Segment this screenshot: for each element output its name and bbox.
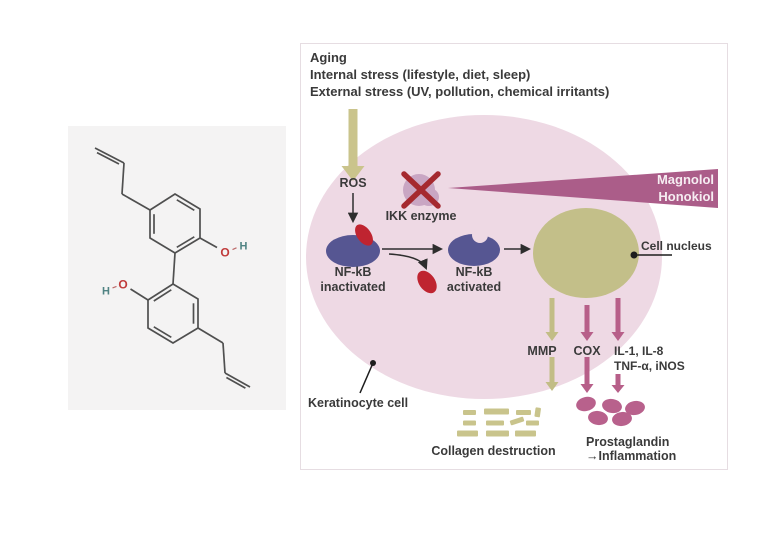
nfkb-inactivated-label: NF-kB inactivated xyxy=(303,265,403,295)
lower-hydrogen-label: H xyxy=(102,286,110,298)
keratinocyte-pointer-line xyxy=(359,362,374,394)
cox-to-prostaglandin-arrow xyxy=(580,357,594,393)
nucleus-to-cox-arrow xyxy=(580,305,594,341)
upper-allyl-group xyxy=(94,147,151,211)
upper-oxygen-label: O xyxy=(220,246,229,260)
nfkb-inactivated-line1: NF-kB xyxy=(334,265,372,279)
upper-hydrogen-label: H xyxy=(240,241,248,253)
magnolol-label: Magnolol xyxy=(656,172,714,187)
nfkb-inactivated-line2: inactivated xyxy=(320,280,386,294)
lower-o-h-bond xyxy=(112,285,117,289)
upper-o-h-bond xyxy=(232,247,237,251)
nfkb-activated-blob xyxy=(448,234,500,266)
ikk-enzyme-label: IKK enzyme xyxy=(385,209,457,223)
stressor-text-block: Aging Internal stress (lifestyle, diet, … xyxy=(310,49,609,100)
stressor-line-external: External stress (UV, pollution, chemical… xyxy=(310,84,610,99)
collagen-fragments xyxy=(457,407,541,437)
ikb-release-arrow xyxy=(388,253,428,270)
prostaglandin-molecules xyxy=(576,396,645,427)
il-label: IL-1, IL-8 xyxy=(614,344,664,358)
nfkb-activated-line2: activated xyxy=(446,280,502,294)
inhibitor-wedge xyxy=(448,169,718,208)
lower-allyl-group xyxy=(197,327,251,389)
honokiol-label: Honokiol xyxy=(658,189,714,204)
cell-nucleus-pointer-dot xyxy=(630,251,638,259)
cell-nucleus-label: Cell nucleus xyxy=(641,239,712,253)
lower-benzene-ring xyxy=(147,283,199,344)
pathway-diagram-panel: Aging Internal stress (lifestyle, diet, … xyxy=(300,43,728,470)
cox-label: COX xyxy=(573,344,601,358)
ikb-subunit-bound xyxy=(355,224,373,246)
lower-c-o-bond xyxy=(130,288,149,301)
prostaglandin-label: Prostaglandin →Inflammation xyxy=(586,435,676,463)
nfkb-activated-line1: NF-kB xyxy=(455,265,493,279)
bond-skeleton xyxy=(94,147,251,389)
keratinocyte-cell-label: Keratinocyte cell xyxy=(308,396,409,410)
inflammation-line2: →Inflammation xyxy=(586,449,677,463)
nfkb-activated-label: NF-kB activated xyxy=(424,265,524,295)
stress-input-arrow xyxy=(341,109,365,181)
cell-nucleus-shape xyxy=(533,208,639,298)
magnolol-structure-drawing: O H O H xyxy=(94,147,251,389)
cytokines-down-arrow xyxy=(611,374,625,393)
blocked-x-icon xyxy=(401,171,441,209)
stressor-line-internal: Internal stress (lifestyle, diet, sleep) xyxy=(310,67,531,82)
magnolol-structure-panel: O H O H xyxy=(68,126,286,410)
upper-benzene-ring xyxy=(149,193,201,254)
cytokines-label: IL-1, IL-8 TNF-α, iNOS xyxy=(614,344,685,374)
nucleus-to-cytokines-arrow xyxy=(611,298,625,341)
nfkb-activated-notch xyxy=(472,227,488,243)
nucleus-to-mmp-arrow xyxy=(545,298,559,341)
ikb-subunit-released xyxy=(417,270,437,294)
ros-label: ROS xyxy=(339,176,367,190)
pathway-diagram-art xyxy=(306,109,718,437)
lower-oxygen-label: O xyxy=(118,278,127,292)
upper-c-o-bond xyxy=(199,237,218,249)
inhibitor-wedge-label: Magnolol Honokiol xyxy=(657,171,714,205)
tnf-inos-label: TNF-α, iNOS xyxy=(614,359,685,373)
stressor-line-aging: Aging xyxy=(310,50,347,65)
collagen-destruction-label: Collagen destruction xyxy=(431,444,556,458)
mmp-label: MMP xyxy=(527,344,557,358)
mmp-to-collagen-arrow xyxy=(545,357,559,391)
prostaglandin-line1: Prostaglandin xyxy=(586,435,670,449)
biphenyl-bond xyxy=(172,252,176,285)
